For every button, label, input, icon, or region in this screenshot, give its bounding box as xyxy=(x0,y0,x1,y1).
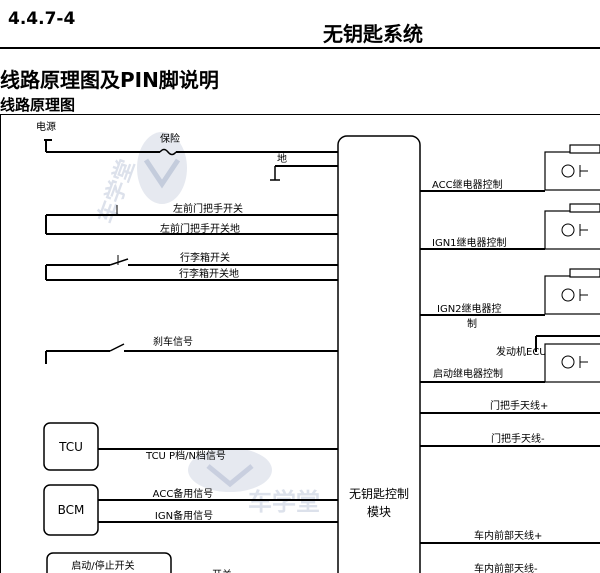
trunk-switch-label: 行李箱开关 xyxy=(180,251,230,264)
ign1-relay-label: IGN1继电器控制 xyxy=(432,236,507,249)
tcu-label: TCU xyxy=(58,440,83,454)
front-left-switch-ground-label: 左前门把手开关地 xyxy=(160,222,240,235)
bcm-box xyxy=(43,484,99,536)
ground-label: 地 xyxy=(277,152,287,165)
watermark-text-upper: 车学堂 xyxy=(93,156,140,227)
bcm-label: BCM xyxy=(58,503,85,517)
start-stop-switch-box xyxy=(46,552,172,573)
tcu-signal-label: TCU P档/N档信号 xyxy=(145,449,226,462)
front-left-switch-label: 左前门把手开关 xyxy=(173,202,243,215)
acc-relay-label: ACC继电器控制 xyxy=(432,178,503,191)
door-antenna-plus-label: 门把手天线+ xyxy=(490,399,548,412)
start-relay-label: 启动继电器控制 xyxy=(433,367,503,380)
keyless-control-module xyxy=(337,135,421,573)
ign2-relay-label-line2: 制 xyxy=(467,317,477,330)
section-heading: 线路原理图及PIN脚说明 xyxy=(0,68,219,92)
front-antenna-minus-label: 车内前部天线- xyxy=(474,562,538,573)
diagram-frame xyxy=(0,114,600,573)
ign-backup-label: IGN备用信号 xyxy=(155,509,213,522)
fuse-label: 保险 xyxy=(160,132,180,145)
ign2-relay-group: IGN2继电器控 制 xyxy=(420,268,600,330)
start-relay-group: 发动机ECU 启动继电器控制 xyxy=(420,335,600,383)
door-antenna-minus-label: 门把手天线- xyxy=(491,432,545,445)
power-label: 电源 xyxy=(36,120,56,133)
subsection-heading: 线路原理图 xyxy=(0,96,76,114)
front-antenna-plus-label: 车内前部天线+ xyxy=(474,529,542,542)
acc-backup-label: ACC备用信号 xyxy=(153,487,214,500)
start-stop-switch-label: 启动/停止开关 xyxy=(71,559,134,572)
partial-switch-label: 开关 xyxy=(212,568,232,573)
brake-signal-label: 刹车信号 xyxy=(153,335,193,348)
ign1-relay-group: IGN1继电器控制 xyxy=(420,203,600,250)
watermark-text-lower: 车学堂 xyxy=(248,488,320,516)
trunk-switch-ground-label: 行李箱开关地 xyxy=(179,267,239,280)
tcu-box xyxy=(43,422,99,471)
trunk-switch-contact xyxy=(109,258,129,266)
page-title: 无钥匙系统 xyxy=(323,22,423,46)
engine-ecu-label: 发动机ECU xyxy=(496,345,547,358)
section-number: 4.4.7-4 xyxy=(8,9,76,29)
module-label-line2: 模块 xyxy=(367,505,391,519)
ign2-relay-label-line1: IGN2继电器控 xyxy=(437,302,502,315)
header-rule xyxy=(0,47,600,49)
brake-switch-contact xyxy=(109,343,125,352)
fuse-symbol xyxy=(159,148,177,156)
module-label-line1: 无钥匙控制 xyxy=(349,487,409,501)
acc-relay-group: ACC继电器控制 xyxy=(420,144,600,192)
